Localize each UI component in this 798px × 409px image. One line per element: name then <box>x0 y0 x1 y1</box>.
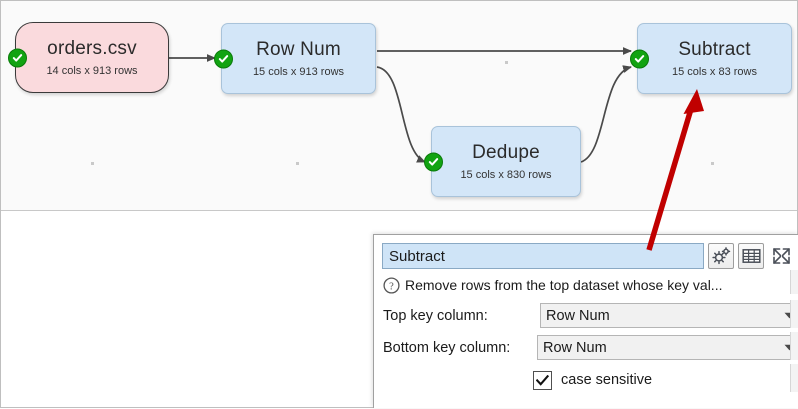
top-key-column-dropdown[interactable]: Row Num <box>540 303 798 328</box>
grid-dot <box>711 162 714 165</box>
pipeline-canvas[interactable]: orders.csv 14 cols x 913 rows Row Num 15… <box>1 1 797 211</box>
node-subtitle: 14 cols x 913 rows <box>46 64 138 77</box>
status-ok-icon <box>630 49 649 68</box>
field-bottom-key-column: Bottom key column: Row Num <box>383 335 798 361</box>
case-sensitive-checkbox[interactable] <box>533 370 552 390</box>
scrollbar-segment[interactable] <box>790 364 798 392</box>
scrollbar-segment[interactable] <box>790 300 798 328</box>
node-dedupe[interactable]: Dedupe 15 cols x 830 rows <box>424 126 581 197</box>
gears-icon-button[interactable] <box>708 243 734 269</box>
node-subtract[interactable]: Subtract 15 cols x 83 rows <box>630 23 792 94</box>
description-text: Remove rows from the top dataset whose k… <box>405 277 723 293</box>
field-label: Top key column: <box>383 308 488 324</box>
scrollbar-segment[interactable] <box>790 270 798 294</box>
status-ok-icon <box>214 49 233 68</box>
node-subtitle: 15 cols x 83 rows <box>672 65 757 78</box>
checkbox-label: case sensitive <box>561 372 653 388</box>
node-title: Dedupe <box>472 141 540 163</box>
svg-text:?: ? <box>389 281 394 292</box>
grid-dot <box>91 162 94 165</box>
dropdown-value: Row Num <box>546 307 610 324</box>
status-ok-icon <box>8 48 27 67</box>
dropdown-value: Row Num <box>543 339 607 356</box>
node-subtitle: 15 cols x 830 rows <box>460 168 552 181</box>
status-ok-icon <box>424 152 443 171</box>
field-case-sensitive[interactable]: case sensitive <box>533 368 652 392</box>
expand-icon-button[interactable] <box>768 243 794 269</box>
properties-panel: ? Remove rows from the top dataset whose… <box>373 234 798 408</box>
node-title: Subtract <box>678 38 751 60</box>
panel-header <box>382 242 798 270</box>
grid-dot <box>505 61 508 64</box>
node-orders-csv[interactable]: orders.csv 14 cols x 913 rows <box>8 22 169 93</box>
node-name-input[interactable] <box>382 243 704 269</box>
node-subtitle: 15 cols x 913 rows <box>252 65 345 78</box>
question-mark-icon[interactable]: ? <box>383 276 400 294</box>
node-title: orders.csv <box>47 37 137 59</box>
table-icon <box>741 249 761 263</box>
gears-icon <box>711 247 730 265</box>
grid-dot <box>296 162 299 165</box>
field-top-key-column: Top key column: Row Num <box>383 303 798 329</box>
scrollbar-segment[interactable] <box>790 332 798 360</box>
panel-description: ? Remove rows from the top dataset whose… <box>383 274 798 296</box>
pipeline-connectors <box>169 47 632 163</box>
node-title: Row Num <box>256 38 341 60</box>
checkmark-icon <box>536 374 549 386</box>
field-label: Bottom key column: <box>383 340 511 356</box>
table-icon-button[interactable] <box>738 243 764 269</box>
expand-icon <box>772 248 790 264</box>
bottom-key-column-dropdown[interactable]: Row Num <box>537 335 798 360</box>
node-row-num[interactable]: Row Num 15 cols x 913 rows <box>214 23 376 94</box>
